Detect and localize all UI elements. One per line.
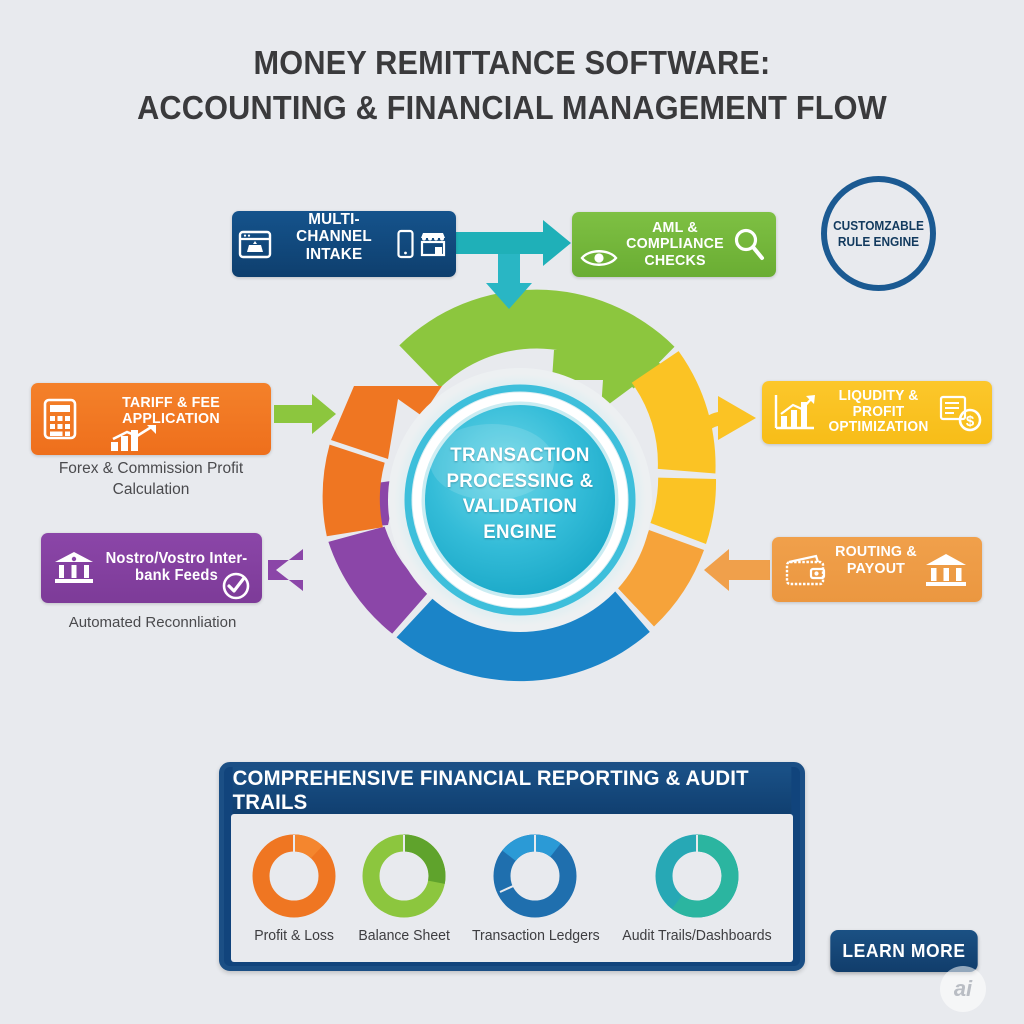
donut-item: Audit Trails/Dashboards [620, 832, 774, 944]
ring-segment-purple [328, 526, 430, 634]
bank-icon [924, 552, 968, 588]
caption-tariff: Forex & Commission Profit Calculation [58, 460, 244, 498]
donut-item: Balance Sheet [357, 832, 451, 944]
node-nostro-vostro-feeds[interactable]: Nostro/Vostro Inter-bank Feeds [41, 533, 262, 603]
rule-engine-label: CUSTOMZABLE RULE ENGINE [833, 218, 924, 249]
donut-label: Transaction Ledgers [471, 928, 600, 944]
caption-nostro: Automated Reconnliation [68, 614, 237, 631]
donut-chart-audit-trails [655, 834, 739, 918]
donut-chart-profit-loss [252, 834, 336, 918]
node-label: LIQUDITY & PROFIT OPTIMIZATION [828, 388, 929, 436]
panel-title: COMPREHENSIVE FINANCIAL REPORTING & AUDI… [232, 767, 792, 814]
ring-segment-yellow-2 [650, 477, 717, 544]
orange-left-arrow-head [331, 386, 442, 459]
node-label: ROUTING & PAYOUT [835, 543, 917, 577]
donut-label: Balance Sheet [358, 928, 450, 944]
wallet-icon [784, 553, 828, 587]
storefront-icon [418, 229, 448, 259]
node-label: TARIFF & FEE APPLICATION [122, 393, 220, 427]
check-circle-icon [221, 571, 251, 601]
node-label: AML & COMPLIANCE CHECKS [626, 219, 724, 269]
bank-icon [53, 550, 95, 586]
node-aml-compliance[interactable]: AML & COMPLIANCE CHECKS [572, 212, 776, 277]
node-liquidity-profit-optimization[interactable]: LIQUDITY & PROFIT OPTIMIZATION $ [762, 381, 992, 444]
process-cycle-ring [302, 282, 738, 718]
calculator-icon [43, 398, 77, 440]
ring-segment-orange-left [322, 444, 385, 537]
donut-chart-row: Profit & Loss Balance Sheet Transaction … [231, 814, 793, 962]
watermark-logo: ai [940, 966, 986, 1012]
learn-more-button[interactable]: LEARN MORE [830, 930, 978, 972]
title-line-1: MONEY REMITTANCE SOFTWARE: [253, 44, 771, 81]
donut-item: Transaction Ledgers [470, 832, 602, 944]
svg-text:$: $ [966, 413, 975, 430]
donut-label: Profit & Loss [254, 928, 335, 944]
page-title: MONEY REMITTANCE SOFTWARE: ACCOUNTING & … [36, 40, 988, 130]
ring-segment-green [399, 289, 675, 410]
growth-chart-icon [109, 424, 161, 452]
money-document-icon: $ [939, 393, 983, 433]
bar-chart-growth-icon [772, 392, 818, 434]
node-tariff-fee-application[interactable]: TARIFF & FEE APPLICATION [31, 383, 271, 455]
node-label: MULTI-CHANNEL INTAKE [296, 211, 372, 263]
donut-chart-transaction-ledgers [493, 834, 577, 918]
node-customizable-rule-engine[interactable]: CUSTOMZABLE RULE ENGINE [821, 176, 936, 291]
node-label: Nostro/Vostro Inter-bank Feeds [105, 550, 248, 584]
ring-segment-orange-right [615, 530, 704, 627]
hub-label: TRANSACTION PROCESSING & VALIDATION ENGI… [446, 444, 594, 543]
mobile-phone-icon [396, 229, 415, 259]
purple-arrow-left [268, 549, 303, 591]
node-routing-payout[interactable]: ROUTING & PAYOUT [772, 537, 982, 602]
magnifier-icon [732, 227, 766, 263]
donut-chart-balance-sheet [362, 834, 446, 918]
donut-item: Profit & Loss [250, 832, 338, 944]
browser-window-icon [238, 229, 272, 259]
donut-label: Audit Trails/Dashboards [622, 928, 772, 944]
node-multi-channel-intake[interactable]: MULTI-CHANNEL INTAKE [232, 211, 456, 277]
reporting-panel: COMPREHENSIVE FINANCIAL REPORTING & AUDI… [219, 762, 805, 971]
eye-icon [580, 246, 618, 270]
title-line-2: ACCOUNTING & FINANCIAL MANAGEMENT FLOW [137, 89, 887, 126]
